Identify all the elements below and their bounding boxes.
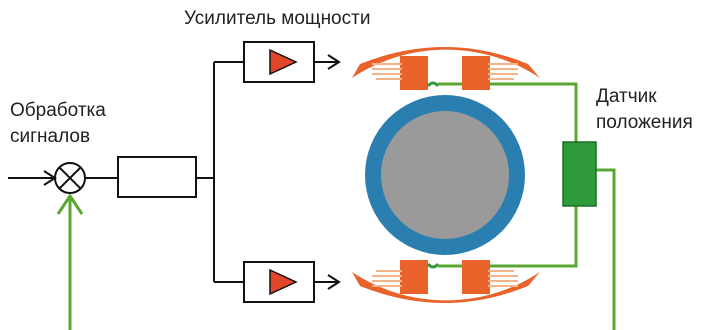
position-sensor-block: [562, 141, 597, 207]
bottom-stator-yoke: [352, 272, 540, 303]
bottom-amp-output-arrow: [327, 274, 341, 290]
bottom-coil-windings: [372, 270, 518, 287]
summing-junction-icon: [54, 162, 86, 194]
signal-processing-label-line2: сигналов: [10, 126, 91, 147]
top-right-pole: [462, 56, 490, 90]
top-electromagnet: [352, 47, 540, 90]
feedback-path: [56, 82, 616, 330]
rotor-core: [381, 111, 509, 239]
position-sensor-label-line2: положения: [596, 112, 693, 133]
feedback-arrow-head: [56, 193, 84, 215]
top-sensor-probe: [426, 81, 440, 88]
sensor-output-line: [596, 168, 616, 330]
top-stator-yoke: [352, 47, 540, 78]
amplifier-triangle-icon: [269, 48, 298, 76]
bottom-right-pole: [462, 260, 490, 294]
bottom-sensor-probe: [426, 262, 440, 269]
top-coil-windings: [372, 63, 518, 80]
top-amp-output-arrow: [327, 54, 341, 70]
signal-processing-label-line1: Обработка: [10, 100, 106, 121]
power-amplifier-label: Усилитель мощности: [184, 8, 371, 29]
bottom-electromagnet: [352, 260, 540, 303]
signal-path: [8, 41, 341, 303]
top-left-pole: [400, 56, 428, 90]
controller-block: [117, 156, 197, 198]
bottom-left-pole: [400, 260, 428, 294]
amplifier-triangle-icon: [269, 268, 298, 296]
position-sensor-label-line1: Датчик: [596, 86, 657, 107]
